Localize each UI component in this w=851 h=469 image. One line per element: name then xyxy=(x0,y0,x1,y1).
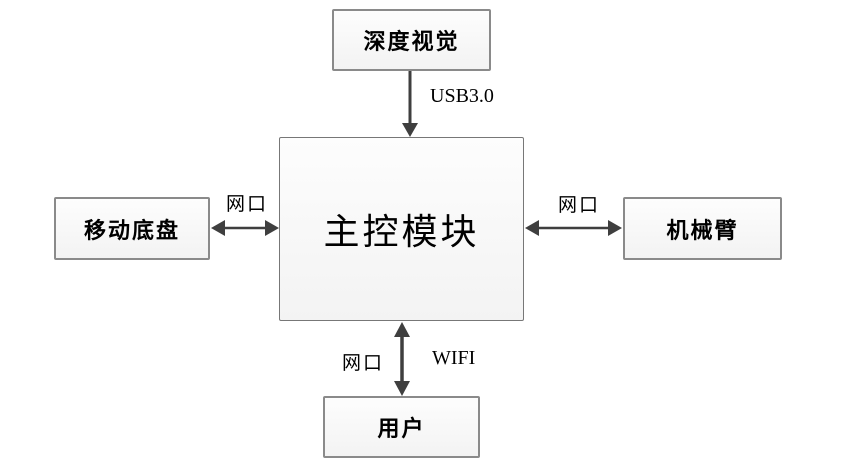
node-mobile-chassis-label: 移动底盘 xyxy=(83,217,180,243)
node-user-label: 用户 xyxy=(377,416,426,441)
edge-label-wifi: WIFI xyxy=(432,347,476,369)
arrow-port-left xyxy=(211,220,279,236)
edge-label-usb: USB3.0 xyxy=(430,85,494,107)
node-robot-arm-label: 机械臂 xyxy=(666,217,739,243)
arrow-usb xyxy=(402,71,418,137)
edge-label-port-left: 网口 xyxy=(226,194,269,215)
node-mobile-chassis: 移动底盘 xyxy=(54,197,210,260)
node-depth-vision-label: 深度视觉 xyxy=(363,29,460,54)
node-robot-arm: 机械臂 xyxy=(623,197,782,260)
arrow-port-right xyxy=(525,220,622,236)
node-user: 用户 xyxy=(323,396,480,458)
edge-label-port-bottom: 网口 xyxy=(342,353,385,374)
edge-label-port-right: 网口 xyxy=(558,195,601,216)
node-main-control: 主控模块 xyxy=(279,137,524,321)
node-main-control-label: 主控模块 xyxy=(323,212,480,252)
arrow-port-bottom xyxy=(394,322,410,396)
node-depth-vision: 深度视觉 xyxy=(332,9,491,71)
